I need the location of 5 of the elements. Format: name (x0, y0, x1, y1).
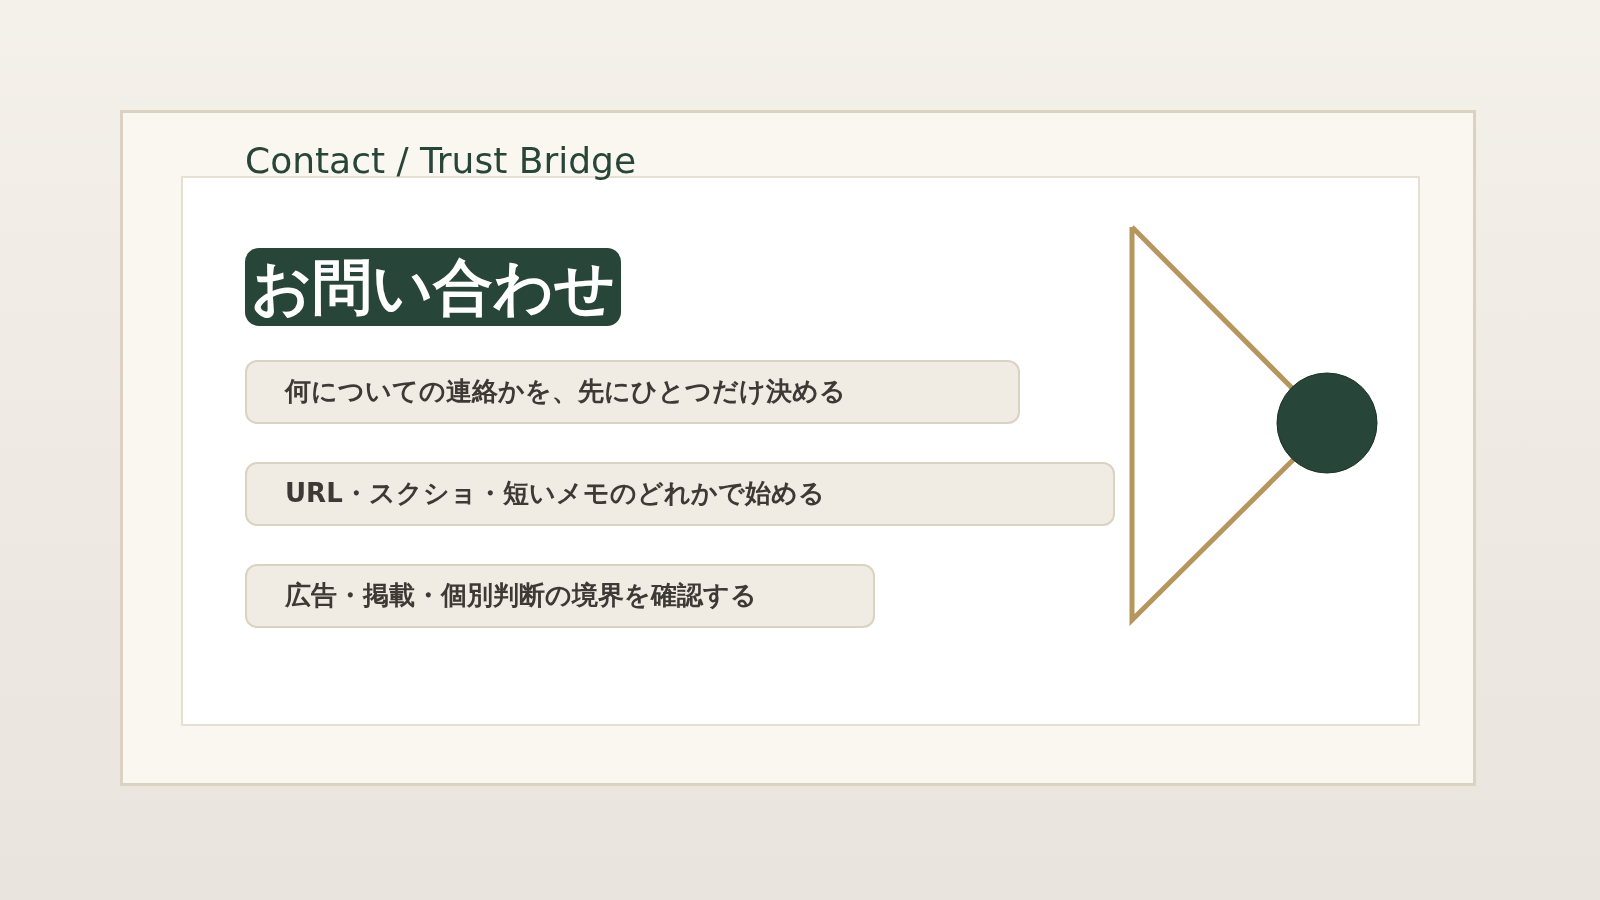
page-title: Contact / Trust Bridge (245, 140, 637, 181)
step-pill: 何についての連絡かを、先にひとつだけ決める (245, 360, 1020, 424)
step-pill: 広告・掲載・個別判断の境界を確認する (245, 564, 875, 628)
heading-badge: お問い合わせ (245, 248, 621, 326)
step-pill: URL・スクショ・短いメモのどれかで始める (245, 462, 1115, 526)
